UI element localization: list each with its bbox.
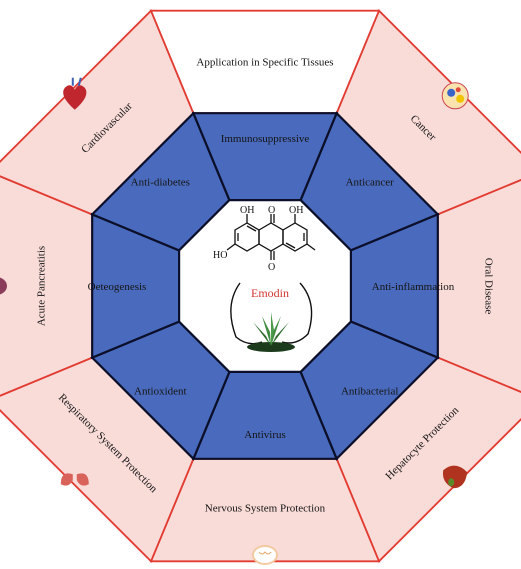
center-octagon: [178, 199, 352, 373]
atom-ho: HO: [213, 250, 227, 261]
inner-label: Antioxident: [134, 386, 187, 398]
outer-label: Application in Specific Tissues: [196, 57, 333, 69]
atom-o-top: O: [268, 205, 275, 216]
inner-label: Oeteogenesis: [88, 281, 147, 293]
lungs-icon: [60, 466, 89, 486]
brain-icon: [252, 545, 278, 565]
atom-o-bottom: O: [268, 262, 275, 273]
outer-label: Acute Pancreatitis: [36, 246, 48, 326]
outer-label: Nervous System Protection: [205, 503, 326, 515]
inner-ring: AnticancerAnti-inflammationAntibacterial…: [88, 111, 455, 461]
atom-oh-left: OH: [240, 205, 254, 216]
emodin-structure: [226, 214, 316, 260]
atom-oh-right: OH: [289, 205, 303, 216]
rhubarb-plant-icon: [246, 312, 296, 352]
inner-label: Immunosuppressive: [221, 133, 310, 145]
inner-label: Anticancer: [346, 176, 395, 188]
pancreas-icon: [0, 277, 7, 295]
liver-icon: [442, 465, 468, 489]
compound-name: Emodin: [251, 286, 289, 300]
outer-label: Oral Disease: [482, 258, 494, 315]
inner-label: Anti-inflammation: [372, 281, 455, 293]
inner-label: Antivirus: [244, 429, 286, 441]
heart-icon: [63, 77, 87, 110]
root-curve-right: [281, 282, 313, 344]
inner-label: Antibacterial: [341, 386, 398, 398]
cancer-cell-icon: [441, 82, 469, 110]
center-panel: OH O OH HO O Emodin: [178, 199, 352, 373]
inner-label: Anti-diabetes: [131, 176, 190, 188]
